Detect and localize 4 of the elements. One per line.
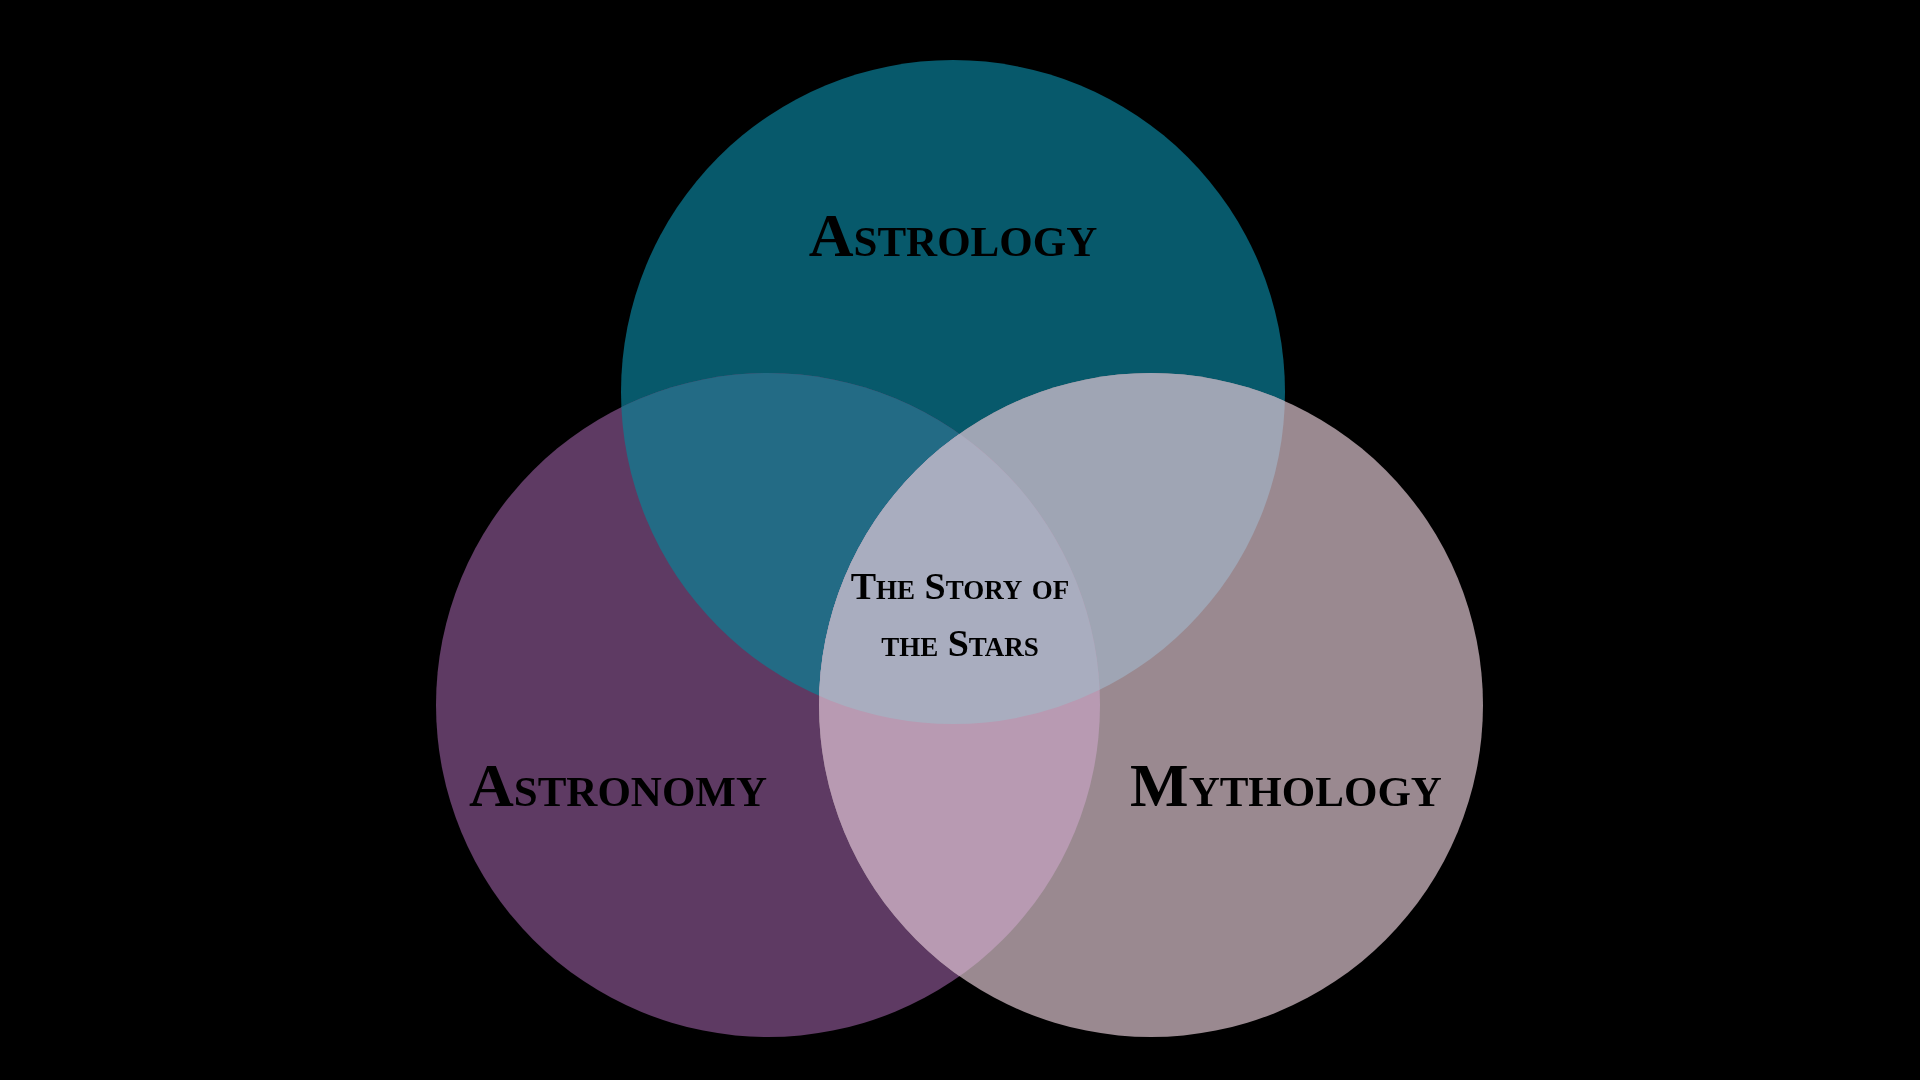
circle-label: Mythology <box>1130 754 1442 816</box>
circle-label: Astronomy <box>469 754 767 816</box>
circle-label: Astrology <box>808 204 1098 266</box>
center-label: The Story of the Stars <box>849 564 1071 666</box>
